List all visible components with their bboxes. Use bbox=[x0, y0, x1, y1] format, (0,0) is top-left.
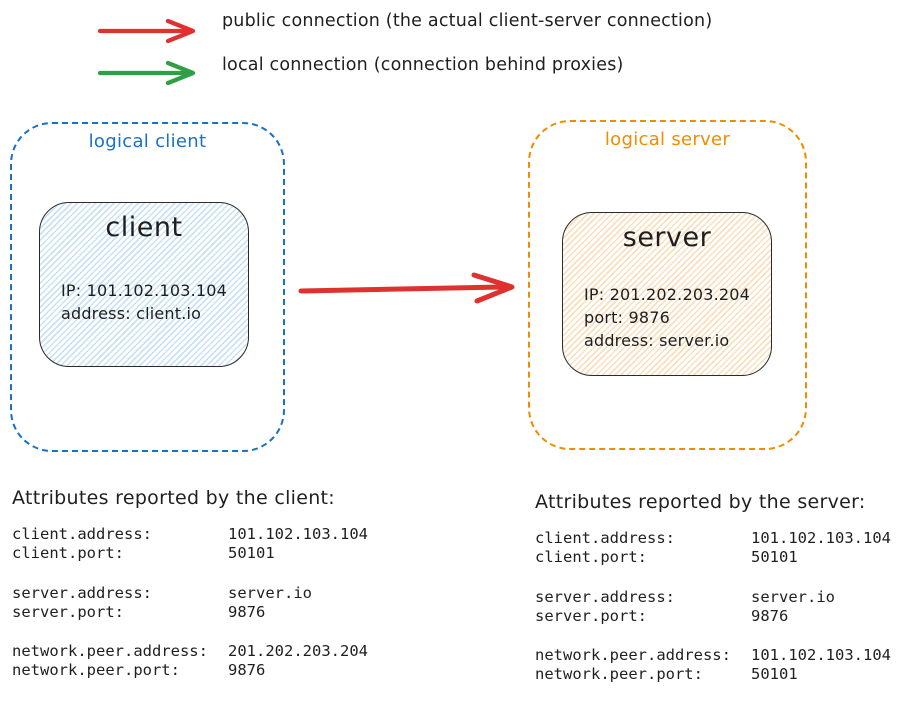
attr-key: server.address: bbox=[12, 583, 152, 602]
logical-server-group-box: logical server server IP: 201.202.203.20… bbox=[528, 120, 807, 450]
attr-key: client.address: bbox=[12, 525, 152, 543]
client-address-line: address: client.io bbox=[60, 304, 202, 323]
server-node: server IP: 201.202.203.204 port: 9876 ad… bbox=[562, 212, 772, 376]
attr-value: 101.102.103.104 bbox=[751, 529, 891, 547]
attr-key: network.peer.port: bbox=[535, 665, 703, 684]
logical-client-label: logical client bbox=[88, 131, 207, 152]
attr-key: server.port: bbox=[12, 602, 124, 621]
attr-row: client.address: 101.102.103.104 bbox=[12, 525, 368, 544]
client-attr-group-client: client.address: 101.102.103.104 client.po… bbox=[12, 525, 368, 564]
server-address-line: address: server.io bbox=[583, 331, 730, 350]
attr-key: client.address: bbox=[535, 529, 675, 547]
server-port-line: port: 9876 bbox=[583, 308, 670, 327]
public-connection-arrow-icon bbox=[97, 18, 196, 44]
server-attributes-block: Attributes reported by the server: clien… bbox=[535, 490, 891, 705]
attr-value: 201.202.203.204 bbox=[228, 642, 368, 661]
attr-row: server.address: server.io bbox=[535, 588, 891, 607]
client-attr-group-network-peer: network.peer.address: 201.202.203.204 net… bbox=[12, 642, 368, 681]
legend-label-local-connection: local connection (connection behind prox… bbox=[222, 55, 624, 75]
attr-value: 50101 bbox=[228, 544, 275, 563]
attr-key: server.address: bbox=[535, 587, 675, 606]
attr-value: 101.102.103.104 bbox=[751, 646, 891, 665]
client-node-title: client bbox=[105, 212, 183, 243]
attr-key: network.peer.address: bbox=[535, 646, 731, 665]
attr-row: network.peer.port: 9876 bbox=[12, 661, 368, 680]
attr-key: client.port: bbox=[12, 544, 124, 563]
attr-key: network.peer.port: bbox=[12, 661, 180, 680]
server-attr-group-client: client.address: 101.102.103.104 client.po… bbox=[535, 529, 891, 568]
attr-row: server.port: 9876 bbox=[12, 603, 368, 622]
attr-row: network.peer.address: 201.202.203.204 bbox=[12, 642, 368, 661]
server-node-details: IP: 201.202.203.204 port: 9876 address: … bbox=[584, 283, 750, 352]
server-attributes-title: Attributes reported by the server: bbox=[535, 491, 866, 513]
attr-row: network.peer.port: 50101 bbox=[535, 665, 891, 684]
client-attributes-block: Attributes reported by the client: clien… bbox=[12, 486, 368, 701]
attr-key: client.port: bbox=[535, 548, 647, 567]
attr-row: client.port: 50101 bbox=[535, 548, 891, 567]
attr-row: network.peer.address: 101.102.103.104 bbox=[535, 646, 891, 665]
attr-key: network.peer.address: bbox=[12, 642, 208, 661]
attr-value: 9876 bbox=[751, 606, 789, 625]
attr-row: server.address: server.io bbox=[12, 584, 368, 603]
attr-value: server.io bbox=[228, 583, 312, 602]
client-attr-group-server: server.address: server.io server.port: 987… bbox=[12, 584, 368, 623]
attr-key: server.port: bbox=[535, 606, 647, 625]
attr-row: client.address: 101.102.103.104 bbox=[535, 529, 891, 548]
server-attr-group-server: server.address: server.io server.port: 987… bbox=[535, 588, 891, 627]
logical-server-label: logical server bbox=[604, 129, 731, 150]
logical-client-group-box: logical client client IP: 101.102.103.10… bbox=[10, 122, 285, 452]
attr-row: client.port: 50101 bbox=[12, 544, 368, 563]
local-connection-arrow-icon bbox=[97, 60, 196, 86]
client-ip-line: IP: 101.102.103.104 bbox=[60, 281, 228, 300]
legend-label-public-connection: public connection (the actual client-ser… bbox=[222, 11, 713, 31]
client-attributes-title: Attributes reported by the client: bbox=[12, 487, 336, 509]
client-node: client IP: 101.102.103.104 address: clie… bbox=[39, 202, 249, 367]
attr-value: 9876 bbox=[228, 602, 266, 621]
attr-value: 101.102.103.104 bbox=[228, 525, 368, 543]
attr-value: 50101 bbox=[751, 548, 798, 567]
server-node-title: server bbox=[622, 222, 712, 253]
attr-value: server.io bbox=[751, 587, 835, 606]
attr-value: 9876 bbox=[228, 661, 266, 680]
attr-value: 50101 bbox=[751, 665, 798, 684]
server-ip-line: IP: 201.202.203.204 bbox=[583, 285, 751, 304]
client-node-details: IP: 101.102.103.104 address: client.io bbox=[61, 279, 227, 325]
client-to-server-connection-arrow bbox=[298, 272, 515, 304]
server-attr-group-network-peer: network.peer.address: 101.102.103.104 net… bbox=[535, 646, 891, 685]
attr-row: server.port: 9876 bbox=[535, 607, 891, 626]
